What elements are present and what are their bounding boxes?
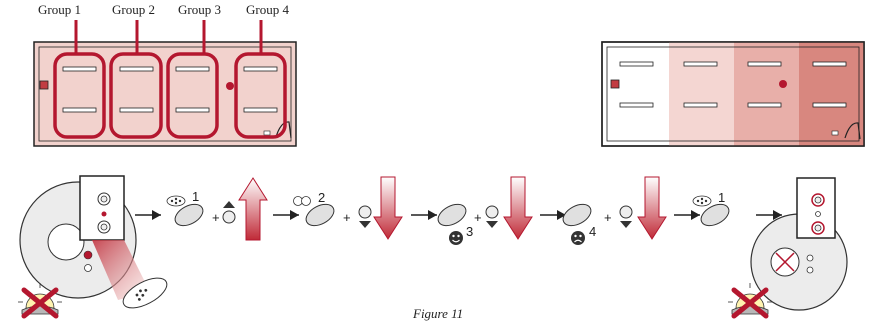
group-label-4: Group 4 xyxy=(246,2,289,17)
arrow-down-icon-1 xyxy=(373,176,403,240)
smiley-sad-icon xyxy=(571,231,585,245)
remote-control-icon xyxy=(122,277,168,309)
right-panel xyxy=(601,41,865,147)
step-2: 2 + xyxy=(272,176,403,240)
knob-up-icon xyxy=(222,201,236,224)
group-label-2: Group 2 xyxy=(112,2,155,17)
figure-caption: Figure 11 xyxy=(413,306,464,321)
step-4-sup: 4 xyxy=(589,224,596,239)
knob-down-icon-1 xyxy=(358,205,372,229)
left-device xyxy=(18,175,168,316)
smiley-happy-icon xyxy=(449,231,463,245)
knob-down-icon-3 xyxy=(619,205,633,229)
plus-1: + xyxy=(212,210,220,225)
step-3-sup: 3 xyxy=(466,224,473,239)
right-shade-3 xyxy=(799,42,864,146)
right-panel-indicator xyxy=(610,79,620,89)
right-device xyxy=(728,177,848,316)
left-panel-dot xyxy=(226,82,234,90)
step-2-sup: 2 xyxy=(318,190,325,205)
right-shade-1 xyxy=(669,42,734,146)
step-5: 1 xyxy=(673,190,783,231)
plus-3: + xyxy=(474,210,482,225)
right-shade-2 xyxy=(734,42,799,146)
group-frames xyxy=(53,20,287,139)
no-sun-icon-right xyxy=(728,283,772,316)
right-panel-dot xyxy=(779,80,787,88)
oval-button-3 xyxy=(434,199,470,231)
group-label-1: Group 1 xyxy=(38,2,81,17)
knob-down-icon-2 xyxy=(485,205,499,229)
wave-icon-5 xyxy=(692,195,712,207)
group-label-3: Group 3 xyxy=(178,2,221,17)
plus-2: + xyxy=(343,210,351,225)
group-2-frame xyxy=(109,52,163,139)
group-3-frame xyxy=(166,52,219,139)
step-5-sup: 1 xyxy=(718,190,725,205)
group-1-frame xyxy=(53,52,106,139)
step-1: 1 + xyxy=(134,177,268,241)
step-3: 3 + xyxy=(410,176,533,245)
plus-4: + xyxy=(604,210,612,225)
arrow-down-icon-2 xyxy=(503,176,533,240)
no-sun-icon-left xyxy=(18,283,62,316)
step-4: 4 + xyxy=(539,176,667,245)
wave-icon-2 xyxy=(293,196,311,206)
group-4-frame xyxy=(234,52,287,139)
wave-icon-1 xyxy=(166,195,186,207)
step-1-sup: 1 xyxy=(192,189,199,204)
left-panel xyxy=(33,41,297,147)
arrow-down-icon-3 xyxy=(637,176,667,240)
left-panel-indicator xyxy=(39,80,49,90)
arrow-up-icon xyxy=(238,177,268,241)
